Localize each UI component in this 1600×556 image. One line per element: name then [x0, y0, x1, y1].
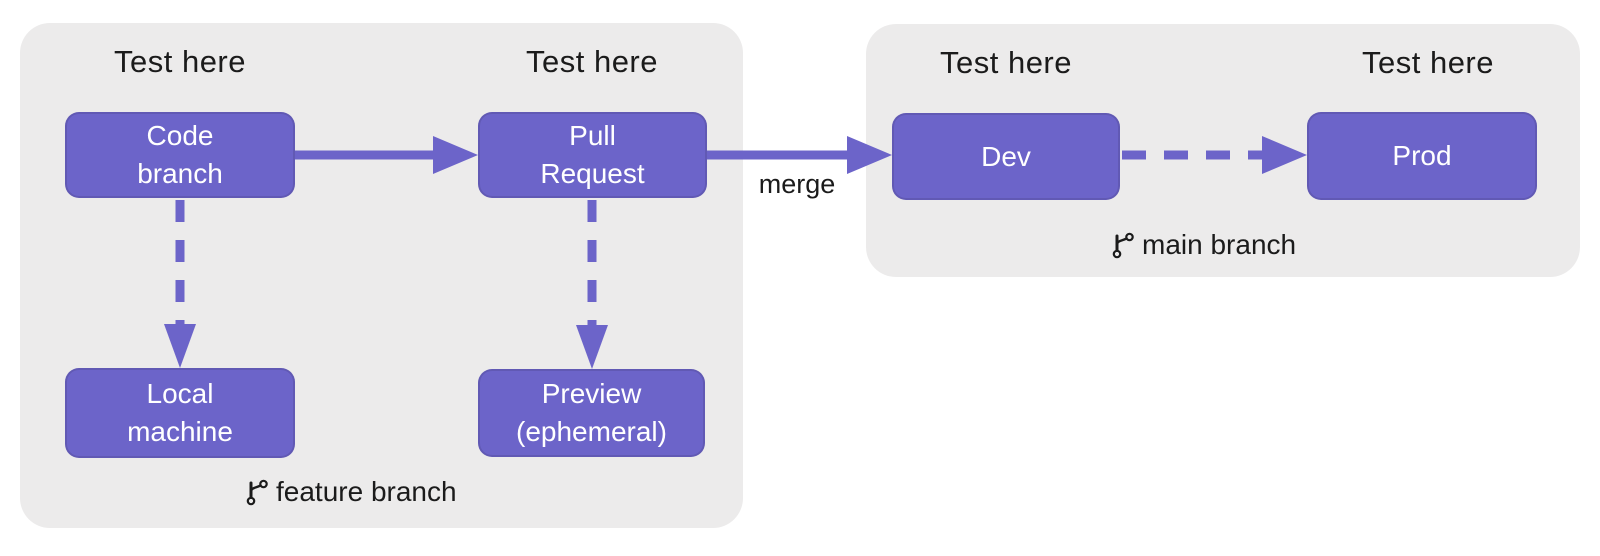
- test-here-label-prod: Test here: [1361, 45, 1494, 80]
- node-dev: Dev: [892, 113, 1120, 200]
- node-local-machine: Local machine: [65, 368, 295, 458]
- test-here-label-dev: Test here: [939, 45, 1072, 80]
- feature-branch-caption-text: feature branch: [276, 476, 457, 507]
- node-label-line: (ephemeral): [516, 416, 667, 447]
- node-pull-request: Pull Request: [478, 112, 707, 198]
- git-branch-icon: [246, 479, 268, 506]
- node-label-line: Prod: [1392, 140, 1452, 171]
- node-preview-ephemeral: Preview (ephemeral): [478, 369, 705, 457]
- main-branch-caption: main branch: [1112, 229, 1296, 261]
- feature-branch-caption: feature branch: [246, 476, 457, 508]
- git-branch-icon: [1112, 232, 1134, 259]
- node-label-line: branch: [137, 158, 223, 189]
- node-code-branch: Code branch: [65, 112, 295, 198]
- node-label-line: Request: [540, 158, 645, 189]
- node-label-line: machine: [127, 416, 233, 447]
- node-prod: Prod: [1307, 112, 1537, 200]
- test-here-label-pull-request: Test here: [525, 44, 658, 79]
- test-here-label-code-branch: Test here: [113, 44, 246, 79]
- node-label-line: Code: [146, 120, 214, 151]
- node-label-line: Preview: [541, 378, 642, 409]
- merge-arrow-label: merge: [758, 169, 836, 199]
- node-label-line: Local: [146, 378, 214, 409]
- node-label-line: Pull: [569, 120, 616, 151]
- node-label-line: Dev: [981, 140, 1031, 172]
- main-branch-caption-text: main branch: [1142, 229, 1297, 260]
